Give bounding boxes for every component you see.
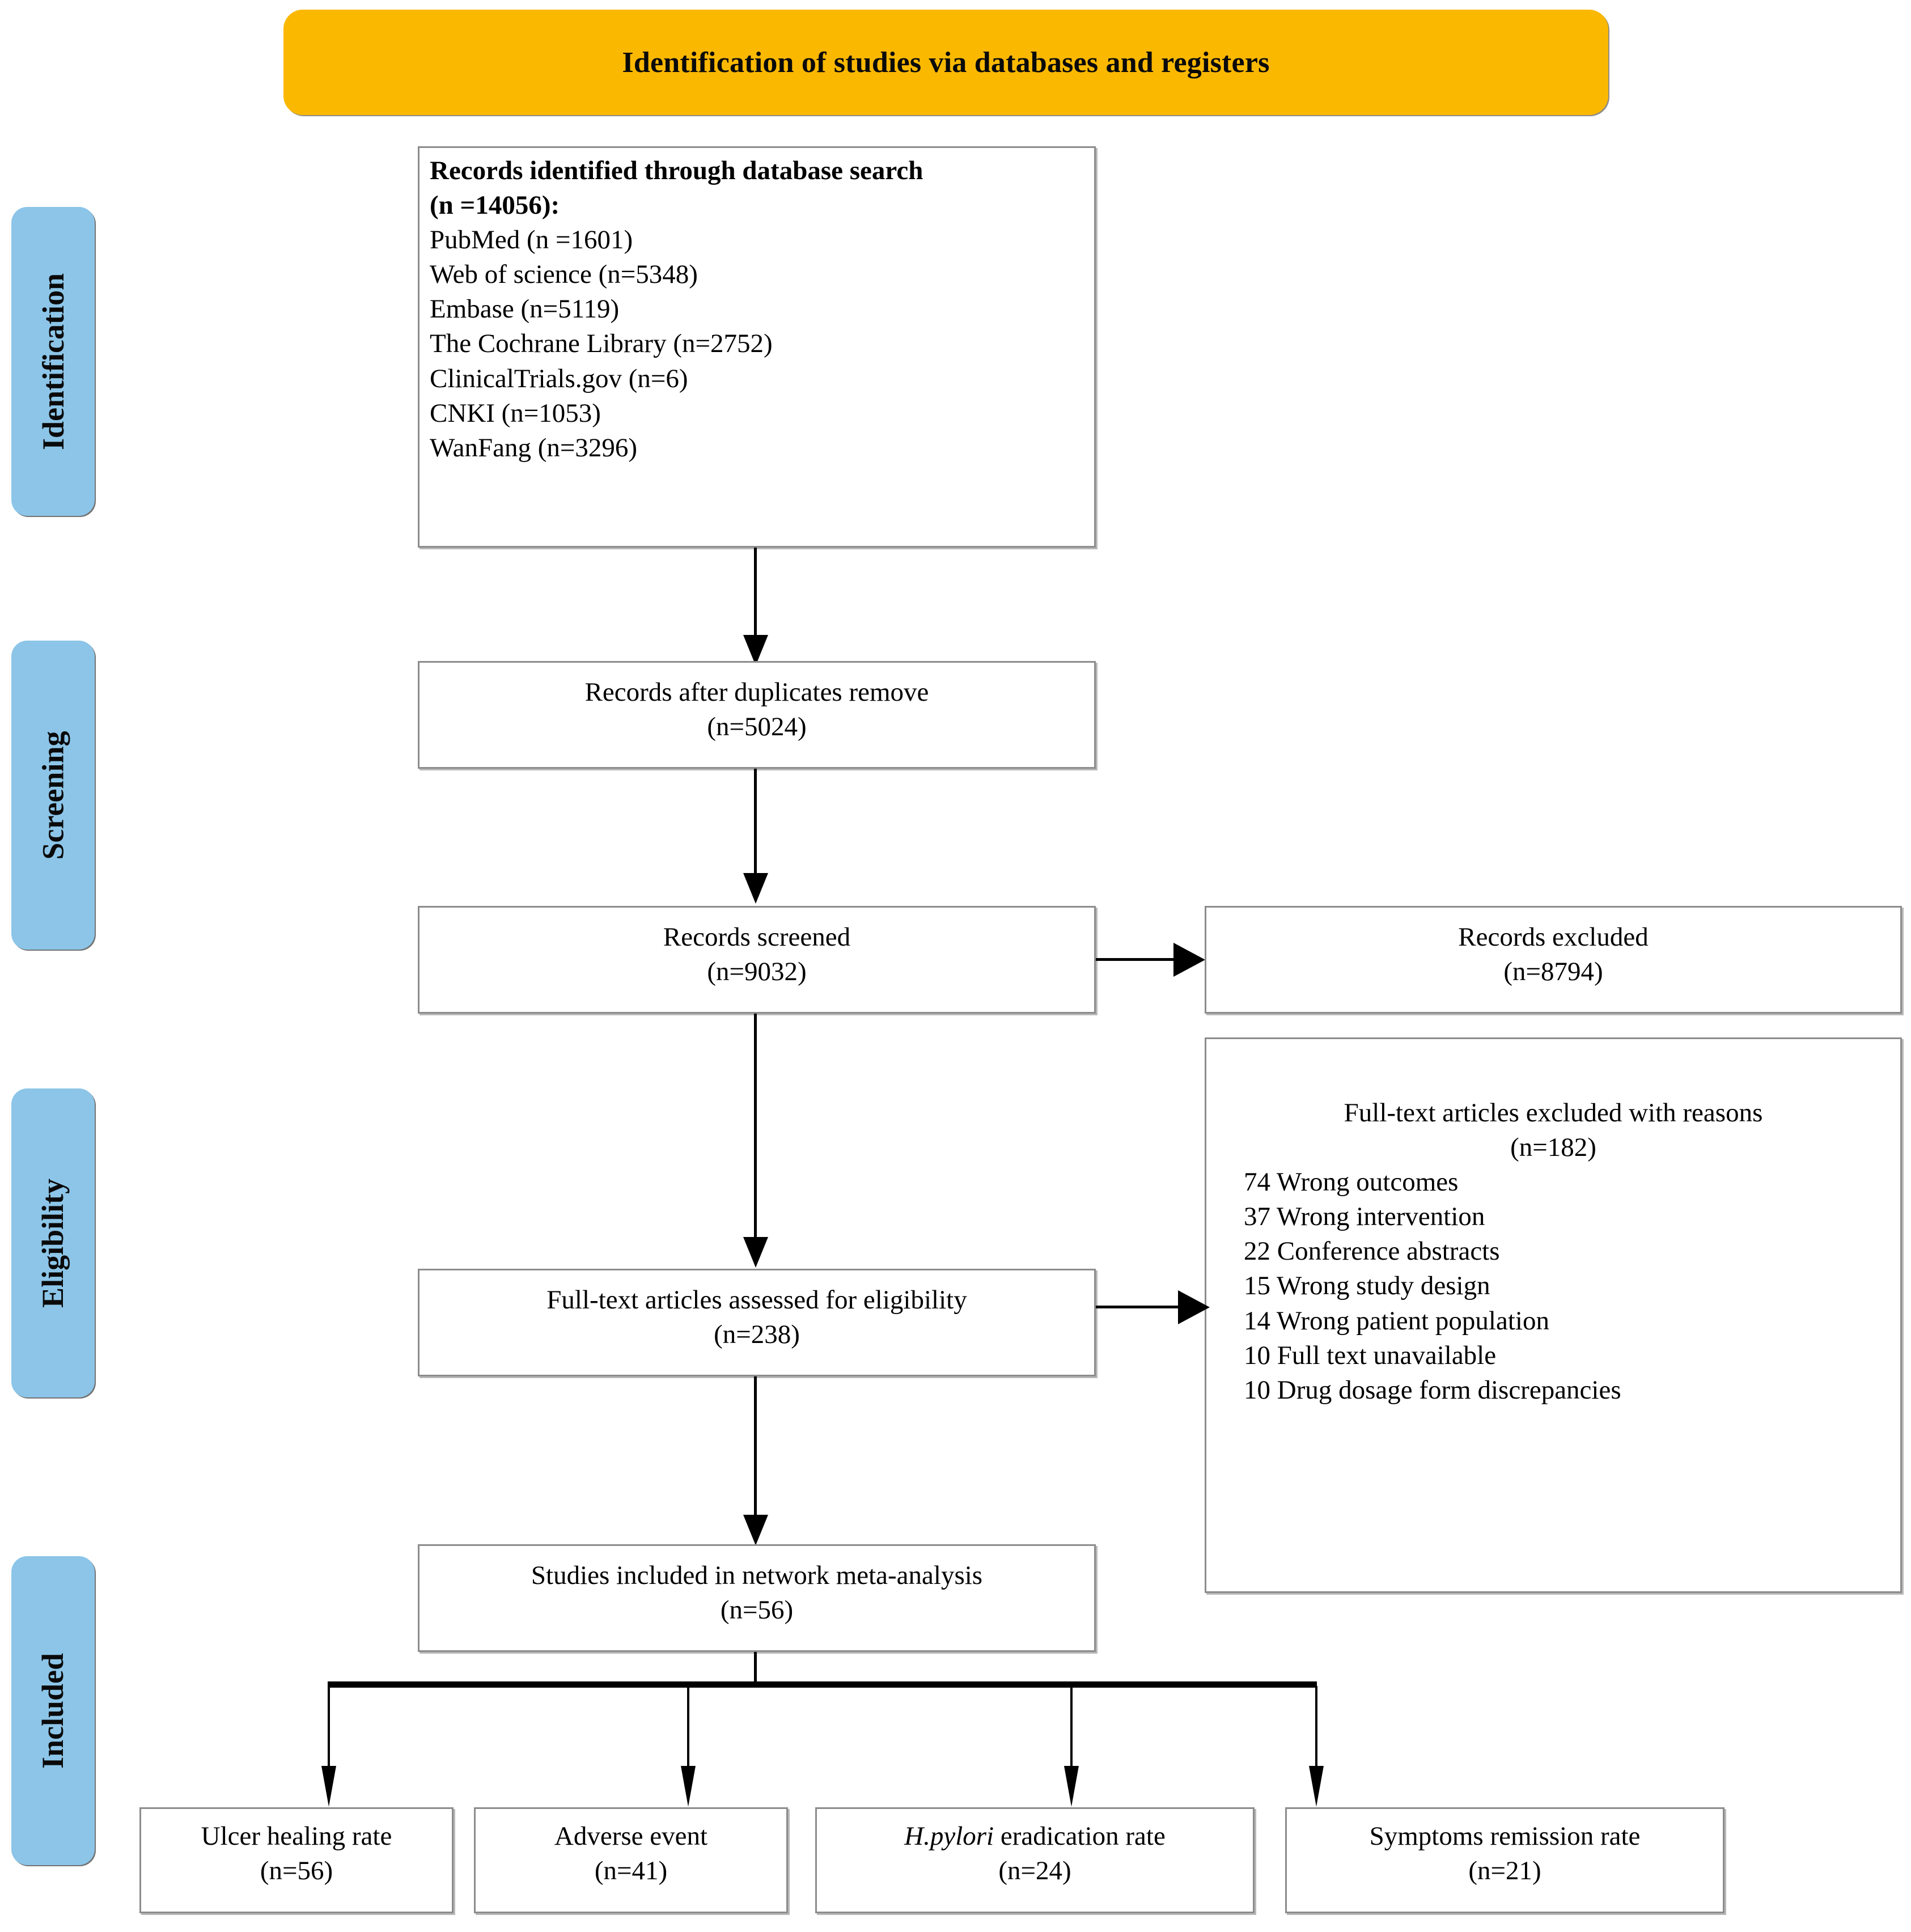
fulltext-excluded-reasons-box: Full-text articles excluded with reasons… [1205,1037,1902,1593]
outcome-3-count: (n=24) [998,1856,1071,1886]
eligibility-line1: Full-text articles assessed for eligibil… [546,1285,967,1315]
fulltext-excluded-content: Full-text articles excluded with reasons… [1206,1039,1900,1413]
connector-included-to-branchbar [754,1652,757,1686]
eligibility-assessed-content: Full-text articles assessed for eligibil… [420,1270,1094,1358]
studies-included-line1: Studies included in network meta-analysi… [531,1561,983,1590]
duplicates-removed-box: Records after duplicates remove (n=5024) [418,661,1096,769]
records-screened-line2: (n=9032) [707,957,807,987]
outcome-2-content: Adverse event (n=41) [476,1809,786,1894]
outcome-4-count: (n=21) [1468,1856,1541,1886]
arrowhead-down-screened [743,873,768,904]
connector-eligibility-to-included [754,1376,757,1518]
stage-label-included: Included [36,1653,70,1769]
arrowhead-right-excluded [1173,943,1205,977]
arrowhead-down-outcome-4 [1309,1766,1324,1807]
connector-branch-3 [1070,1686,1073,1770]
reason-wrong-outcomes: 74 Wrong outcomes [1244,1167,1459,1197]
source-wanfang: WanFang (n=3296) [430,433,638,463]
reason-drug-dosage-discrepancies: 10 Drug dosage form discrepancies [1244,1375,1621,1405]
duplicates-line2: (n=5024) [707,712,807,742]
fulltext-excluded-line1: Full-text articles excluded with reasons [1344,1098,1763,1128]
arrowhead-down-outcome-2 [681,1766,696,1807]
stage-label-eligibility: Eligibility [36,1178,70,1308]
outcome-3-label-rest: eradication rate [994,1821,1166,1851]
connector-screened-to-eligibility [754,1014,757,1240]
fulltext-excluded-line2: (n=182) [1510,1133,1596,1163]
source-cochrane: The Cochrane Library (n=2752) [430,329,773,359]
studies-included-content: Studies included in network meta-analysi… [420,1546,1094,1633]
source-pubmed: PubMed (n =1601) [430,225,633,255]
arrowhead-down-eligibility [743,1237,768,1268]
diagram-banner: Identification of studies via databases … [283,10,1608,115]
outcome-2-label: Adverse event [554,1821,708,1851]
connector-branch-4 [1315,1686,1317,1770]
records-screened-box: Records screened (n=9032) [418,906,1096,1014]
stage-label-identification: Identification [36,273,70,450]
connector-identification-to-duplicates [754,548,757,638]
connector-eligibility-to-reasons [1096,1306,1188,1308]
connector-branch-1 [328,1686,330,1770]
studies-included-box: Studies included in network meta-analysi… [418,1544,1096,1652]
connector-screened-to-excluded [1096,958,1181,961]
studies-included-line2: (n=56) [720,1595,794,1625]
identification-content: Records identified through database sear… [420,148,1094,471]
outcome-3-label-italic: H.pylori [904,1821,994,1851]
outcome-4-label: Symptoms remission rate [1369,1821,1641,1851]
stage-label-screening: Screening [36,731,70,859]
records-excluded-line1: Records excluded [1458,922,1649,952]
arrowhead-down-outcome-3 [1064,1766,1079,1807]
eligibility-line2: (n=238) [714,1320,800,1350]
outcome-branch-bar [328,1681,1317,1688]
outcome-1-count: (n=56) [260,1856,333,1886]
identification-heading-line1: Records identified through database sear… [430,156,923,185]
arrowhead-down-duplicates [743,635,768,666]
identification-heading-line2: (n =14056): [430,190,560,221]
arrowhead-right-reasons [1178,1290,1210,1324]
records-excluded-content: Records excluded (n=8794) [1206,908,1900,995]
reason-full-text-unavailable: 10 Full text unavailable [1244,1340,1497,1370]
reason-wrong-study-design: 15 Wrong study design [1244,1271,1490,1301]
source-clinicaltrials: ClinicalTrials.gov (n=6) [430,363,688,393]
source-web-of-science: Web of science (n=5348) [430,260,698,290]
outcome-4-content: Symptoms remission rate (n=21) [1287,1809,1723,1894]
outcome-box-hpylori-eradication-rate: H.pylori eradication rate (n=24) [815,1807,1255,1913]
reason-wrong-intervention: 37 Wrong intervention [1244,1202,1485,1232]
outcome-1-content: Ulcer healing rate (n=56) [141,1809,452,1894]
outcome-box-ulcer-healing-rate: Ulcer healing rate (n=56) [139,1807,454,1913]
outcome-2-count: (n=41) [594,1856,668,1886]
reason-wrong-patient-population: 14 Wrong patient population [1244,1306,1549,1336]
records-excluded-line2: (n=8794) [1503,957,1603,987]
stage-chip-screening: Screening [11,641,95,950]
reason-conference-abstracts: 22 Conference abstracts [1244,1236,1500,1266]
outcome-box-symptoms-remission-rate: Symptoms remission rate (n=21) [1285,1807,1724,1913]
records-screened-content: Records screened (n=9032) [420,908,1094,995]
outcome-3-content: H.pylori eradication rate (n=24) [817,1809,1253,1894]
stage-chip-identification: Identification [11,207,95,516]
eligibility-assessed-box: Full-text articles assessed for eligibil… [418,1269,1096,1376]
connector-branch-2 [687,1686,689,1770]
identification-box: Records identified through database sear… [418,146,1096,548]
stage-chip-eligibility: Eligibility [11,1088,95,1397]
banner-title: Identification of studies via databases … [622,46,1270,79]
outcome-1-label: Ulcer healing rate [201,1821,392,1851]
connector-duplicates-to-screened [754,769,757,876]
records-excluded-box: Records excluded (n=8794) [1205,906,1902,1014]
stage-chip-included: Included [11,1556,95,1865]
source-embase: Embase (n=5119) [430,294,620,324]
outcome-3-label: H.pylori eradication rate [827,1819,1243,1854]
arrowhead-down-included [743,1515,768,1545]
duplicates-line1: Records after duplicates remove [584,677,929,707]
duplicates-content: Records after duplicates remove (n=5024) [420,663,1094,750]
arrowhead-down-outcome-1 [321,1766,336,1807]
records-screened-line1: Records screened [663,922,851,952]
outcome-box-adverse-event: Adverse event (n=41) [474,1807,788,1913]
source-cnki: CNKI (n=1053) [430,398,601,428]
